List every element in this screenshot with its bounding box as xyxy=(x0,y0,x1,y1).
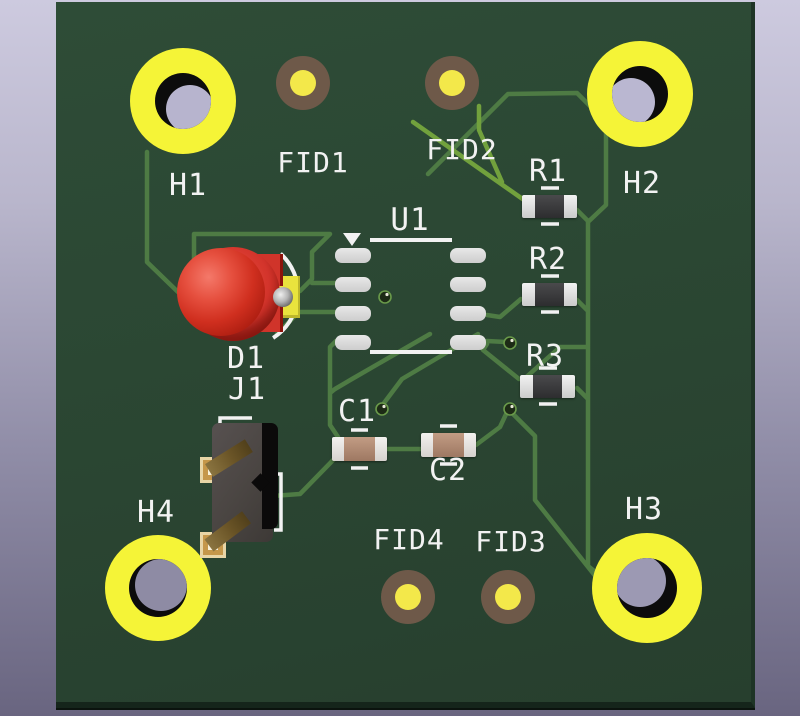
u1-pad xyxy=(335,248,371,263)
u1-pad xyxy=(450,277,486,292)
hole-see-through xyxy=(135,559,187,611)
label-h2: H2 xyxy=(622,166,662,201)
resistor-terminal xyxy=(562,375,575,398)
hole-bore xyxy=(617,558,677,618)
capacitor-terminal xyxy=(332,437,344,461)
resistor-r1 xyxy=(522,195,577,218)
label-fid2: FID2 xyxy=(426,133,498,166)
fiducial-fid1 xyxy=(276,56,330,110)
hole-see-through xyxy=(166,85,211,129)
fiducial-fid2 xyxy=(425,56,479,110)
capacitor-body xyxy=(433,433,464,457)
label-fid4: FID4 xyxy=(373,523,445,556)
label-c2: C2 xyxy=(428,453,468,488)
resistor-body xyxy=(535,195,564,218)
capacitor-c1 xyxy=(332,437,387,461)
resistor-r3 xyxy=(520,375,575,398)
label-fid1: FID1 xyxy=(277,146,349,179)
capacitor-terminal xyxy=(464,433,476,457)
label-c1: C1 xyxy=(337,394,377,429)
u1-pad xyxy=(335,306,371,321)
fiducial-dot xyxy=(439,70,465,96)
label-h4: H4 xyxy=(136,495,176,530)
mounting-hole-h2 xyxy=(587,41,693,147)
j1-body-edge xyxy=(262,423,278,529)
label-u1: U1 xyxy=(390,202,430,238)
d1-led-dome xyxy=(177,248,265,336)
label-j1: J1 xyxy=(227,372,267,407)
capacitor-c2 xyxy=(421,433,476,457)
resistor-terminal xyxy=(522,283,535,306)
capacitor-body xyxy=(344,437,375,461)
fiducial-fid3 xyxy=(481,570,535,624)
hole-bore xyxy=(155,73,211,129)
fiducial-dot xyxy=(395,584,421,610)
mounting-hole-h1 xyxy=(130,48,236,154)
mounting-hole-h4 xyxy=(105,535,211,641)
u1-pad xyxy=(335,277,371,292)
label-fid3: FID3 xyxy=(475,525,547,558)
resistor-body xyxy=(535,283,564,306)
capacitor-terminal xyxy=(375,437,387,461)
label-d1: D1 xyxy=(226,341,266,376)
resistor-terminal xyxy=(564,283,577,306)
hole-bore xyxy=(612,66,668,122)
resistor-terminal xyxy=(520,375,533,398)
u1-pad xyxy=(450,248,486,263)
u1-pad xyxy=(450,306,486,321)
resistor-terminal xyxy=(564,195,577,218)
resistor-r2 xyxy=(522,283,577,306)
fiducial-dot xyxy=(495,584,521,610)
capacitor-terminal xyxy=(421,433,433,457)
u1-pad xyxy=(450,335,486,350)
hole-see-through xyxy=(617,558,666,607)
hole-bore xyxy=(129,559,187,617)
fiducial-dot xyxy=(290,70,316,96)
resistor-terminal xyxy=(522,195,535,218)
label-r3: R3 xyxy=(525,339,565,374)
label-h1: H1 xyxy=(168,168,208,203)
d1-lead-pin xyxy=(273,287,293,307)
mounting-hole-h3 xyxy=(592,533,702,643)
label-r1: R1 xyxy=(528,154,568,189)
label-h3: H3 xyxy=(624,492,664,527)
fiducial-fid4 xyxy=(381,570,435,624)
resistor-body xyxy=(533,375,562,398)
u1-pad xyxy=(335,335,371,350)
hole-see-through xyxy=(612,78,655,122)
label-r2: R2 xyxy=(528,242,568,277)
